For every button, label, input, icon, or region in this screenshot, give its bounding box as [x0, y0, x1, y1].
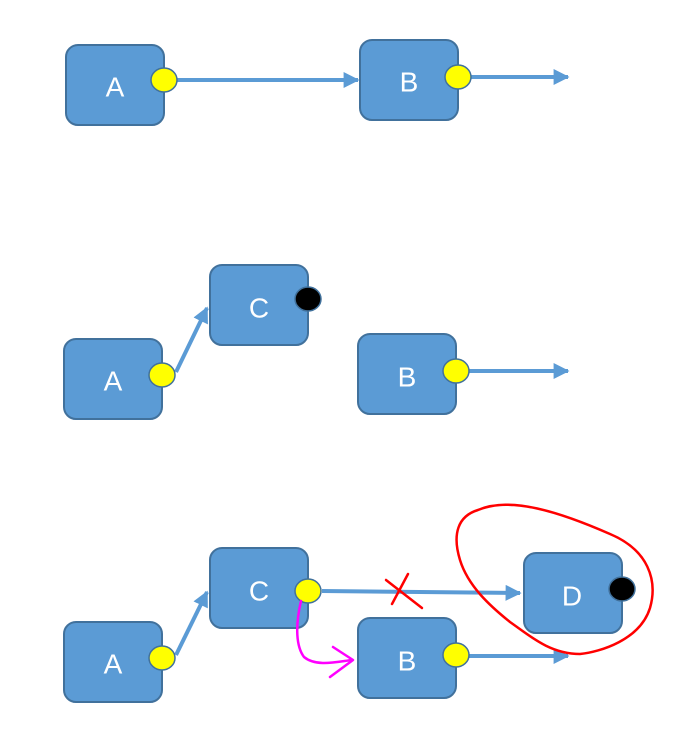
- output-port-yellow[interactable]: [444, 64, 472, 90]
- node-label: D: [562, 581, 582, 612]
- node-label: B: [398, 362, 417, 393]
- node-d[interactable]: D: [523, 552, 636, 634]
- output-port-yellow[interactable]: [442, 358, 470, 384]
- reroute-arrow-magenta: [296, 599, 355, 679]
- edge-c-to-d-removed: [321, 584, 522, 601]
- remove-x-mark: [384, 572, 424, 610]
- node-a[interactable]: A: [63, 338, 176, 420]
- node-c[interactable]: C: [209, 264, 322, 346]
- node-label: A: [104, 649, 123, 680]
- output-port-yellow[interactable]: [150, 67, 178, 93]
- node-label: C: [249, 576, 269, 607]
- node-b[interactable]: B: [359, 39, 472, 121]
- node-a[interactable]: A: [63, 621, 176, 703]
- node-label: A: [106, 72, 125, 103]
- edge-a-to-c: [174, 306, 209, 373]
- node-b[interactable]: B: [357, 333, 470, 415]
- output-port-yellow[interactable]: [148, 362, 176, 388]
- panel-2: A C B: [63, 264, 570, 420]
- node-label: B: [398, 646, 417, 677]
- output-port-yellow[interactable]: [294, 578, 322, 604]
- output-port-black[interactable]: [608, 576, 636, 602]
- edge-a-to-c: [174, 590, 209, 656]
- node-c[interactable]: C: [209, 547, 322, 629]
- node-a[interactable]: A: [65, 44, 178, 126]
- node-label: B: [400, 67, 419, 98]
- output-port-yellow[interactable]: [148, 645, 176, 671]
- panel-1: A B: [65, 39, 570, 126]
- output-port-yellow[interactable]: [442, 642, 470, 668]
- node-label: A: [104, 366, 123, 397]
- output-port-black[interactable]: [294, 286, 322, 312]
- node-label: C: [249, 293, 269, 324]
- panel-3: A C B D: [63, 503, 654, 703]
- highlight-circle-red: [455, 503, 654, 656]
- node-b[interactable]: B: [357, 617, 470, 699]
